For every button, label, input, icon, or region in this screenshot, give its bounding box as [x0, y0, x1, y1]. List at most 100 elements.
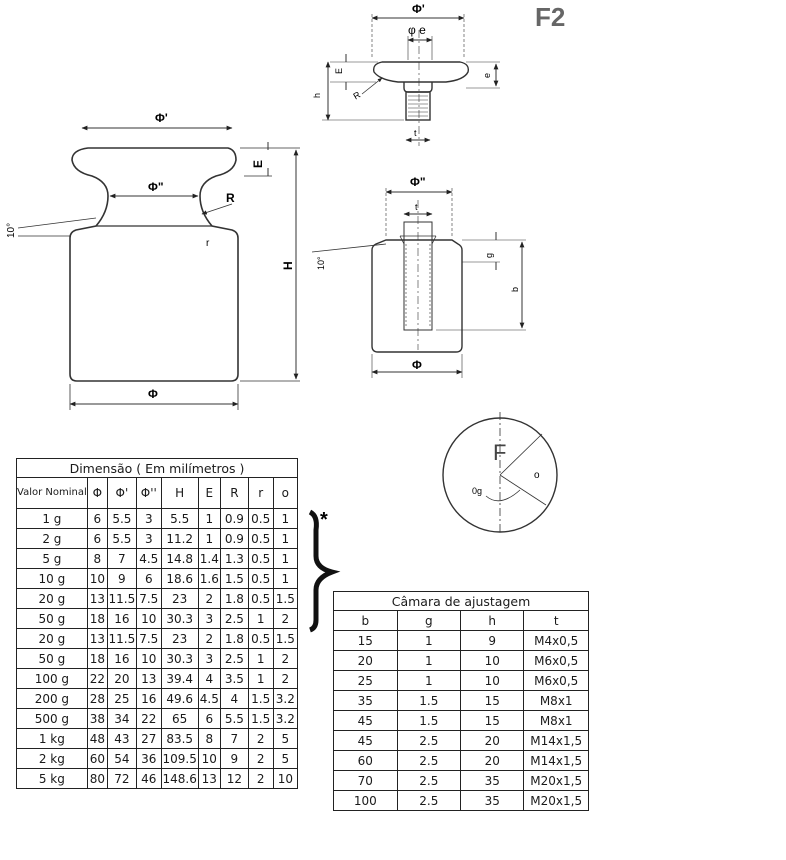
table-cell: 1 g — [16, 508, 88, 529]
figure-title: F2 — [535, 2, 565, 32]
table-cell: 13 — [197, 768, 222, 789]
table-cell: 1 — [247, 648, 274, 669]
table-cell: 109.5 — [160, 748, 199, 769]
table-cell: 100 — [333, 790, 398, 811]
table-cell: 0.5 — [247, 628, 274, 649]
table-cell: 20 — [460, 730, 525, 751]
side-r-small-label: r — [206, 238, 210, 249]
table-cell: 1.5 — [247, 708, 274, 729]
table-cell: 80 — [86, 768, 108, 789]
table-cell: 2 — [272, 608, 299, 629]
table-cell: 1.3 — [220, 548, 249, 569]
table-cell: 43 — [106, 728, 137, 749]
table-cell: 2 g — [16, 528, 88, 549]
table-cell: 50 g — [16, 648, 88, 669]
table-cell: 0.5 — [247, 588, 274, 609]
table-cell: 5.5 — [106, 528, 137, 549]
table-cell: 2 — [247, 768, 274, 789]
header-phi: Φ — [86, 477, 108, 509]
table-cell: 0.5 — [247, 528, 274, 549]
table-cell: 70 — [333, 770, 398, 791]
asterisk-mark: * — [320, 509, 328, 531]
table-cell: M6x0,5 — [523, 650, 589, 671]
table-cell: 2 — [197, 588, 222, 609]
table-cell: 4.5 — [197, 688, 222, 709]
table-cell: 28 — [86, 688, 108, 709]
knob-t-label: t — [414, 128, 417, 138]
table-cell: 5.5 — [106, 508, 137, 529]
table-cell: 100 g — [16, 668, 88, 689]
table-cell: 1.5 — [247, 688, 274, 709]
table-cell: 36 — [135, 748, 162, 769]
table-cell: 2 kg — [16, 748, 88, 769]
header-valor-nominal: Valor Nominal — [16, 477, 88, 509]
side-view — [17, 125, 300, 410]
table-cell: 10 — [135, 608, 162, 629]
table-cell: 5 g — [16, 548, 88, 569]
table-cell: 18.6 — [160, 568, 199, 589]
table-cell: 60 — [86, 748, 108, 769]
table-cell: 0.9 — [220, 508, 249, 529]
table-cell: 1.5 — [396, 690, 462, 711]
table-cell: 3 — [135, 528, 162, 549]
table-cell: 20 — [106, 668, 137, 689]
table-cell: M4x0,5 — [523, 630, 589, 651]
table-cell: 500 g — [16, 708, 88, 729]
side-phi-double-prime-label: Φ" — [148, 180, 164, 194]
table-cell: 1.8 — [220, 628, 249, 649]
table-cell: 0.5 — [247, 548, 274, 569]
table-cell: 1.8 — [220, 588, 249, 609]
dimension-table: Dimensão ( Em milímetros ) Valor Nominal… — [16, 458, 299, 789]
knob-e2-label: e — [482, 73, 492, 78]
table-cell: 2 — [197, 628, 222, 649]
header-o: o — [272, 477, 299, 509]
table-cell: 34 — [106, 708, 137, 729]
table-cell: 1 kg — [16, 728, 88, 749]
knob-phi-e-label: φ e — [408, 23, 426, 37]
knob-e-label: E — [334, 68, 344, 74]
table-cell: 1.5 — [220, 568, 249, 589]
table-cell: 5.5 — [160, 508, 199, 529]
table-cell: 2.5 — [396, 730, 462, 751]
table-cell: 3 — [197, 608, 222, 629]
table-cell: 54 — [106, 748, 137, 769]
table-cell: 1 — [272, 568, 299, 589]
table-cell: 20 — [460, 750, 525, 771]
table-cell: 10 g — [16, 568, 88, 589]
table-cell: 2.5 — [396, 790, 462, 811]
table-cell: M20x1,5 — [523, 790, 589, 811]
table-cell: 1 — [396, 630, 462, 651]
table-cell: 22 — [86, 668, 108, 689]
table-cell: 38 — [86, 708, 108, 729]
top-f-label: F — [493, 440, 506, 465]
table-cell: 7 — [220, 728, 249, 749]
section-phi-label: Φ — [412, 358, 422, 372]
table-cell: 8 — [197, 728, 222, 749]
table-cell: 9 — [106, 568, 137, 589]
table-cell: 10 — [197, 748, 222, 769]
table-cell: 2.5 — [220, 648, 249, 669]
section-view — [311, 188, 526, 378]
chamber-table-header-row: b g h t — [333, 610, 589, 631]
table-cell: 1 — [247, 668, 274, 689]
table-cell: 5 kg — [16, 768, 88, 789]
table-cell: 20 g — [16, 628, 88, 649]
table-cell: 45 — [333, 730, 398, 751]
table-cell: 1.4 — [197, 548, 222, 569]
table-cell: 15 — [333, 630, 398, 651]
table-cell: 10 — [460, 670, 525, 691]
section-phi-double-prime-label: Φ" — [410, 175, 426, 189]
table-cell: M14x1,5 — [523, 730, 589, 751]
